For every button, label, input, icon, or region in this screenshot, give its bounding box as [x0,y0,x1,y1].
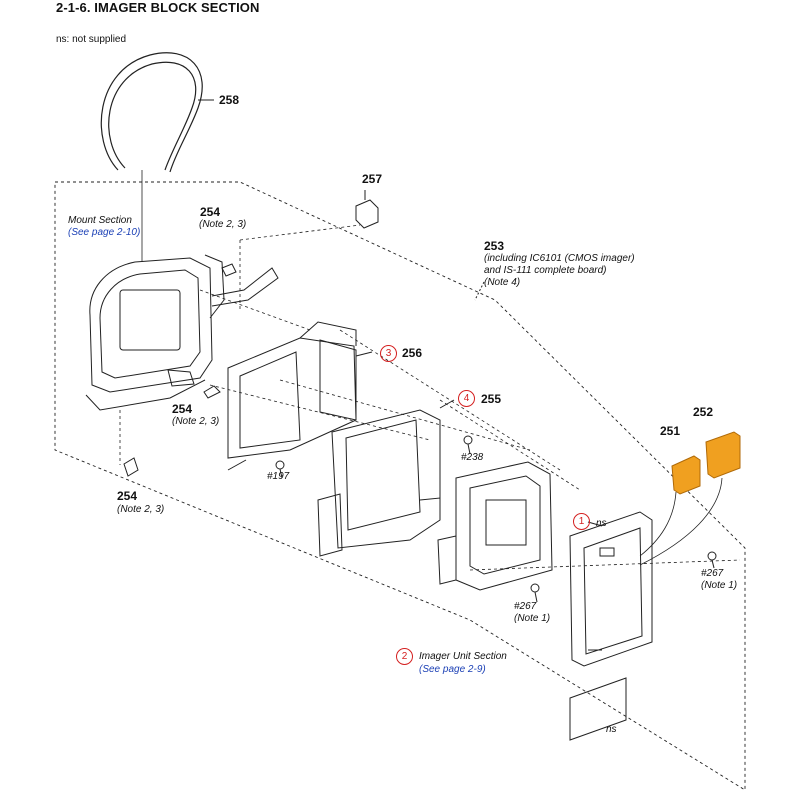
part-note-254-top: (Note 2, 3) [199,219,247,230]
screw-note-267-a: (Note 1) [514,613,551,624]
callout-1: 1 [573,513,590,530]
screw-note-267-b: (Note 1) [701,580,738,591]
part-label-252: 252 [693,405,714,419]
part-label-256: 256 [402,346,423,360]
imager-unit-board [437,461,553,591]
part-255-bracket [317,409,441,557]
part-253-desc-1: (including IC6101 (CMOS imager) [484,253,635,264]
part-label-257: 257 [362,172,383,186]
shield-plate [569,511,653,667]
callout-2: 2 [396,648,413,665]
part-label-254-bot: 254 [117,489,138,503]
imager-section-label: Imager Unit Section [419,651,507,662]
part-label-254-top: 254 [200,205,221,219]
clip-254-mid [203,385,221,399]
clip-254-bot [123,457,139,477]
part-253-desc-3: (Note 4) [484,277,521,288]
part-label-254-mid: 254 [172,402,193,416]
part-note-254-mid: (Note 2, 3) [172,416,220,427]
page-title: 2-1-6. IMAGER BLOCK SECTION [56,0,260,15]
mount-section-frame [85,254,225,411]
ns-label-sheet: ns [606,724,617,735]
screw-label-197: #197 [267,471,290,482]
part-251-block [671,455,701,495]
part-256-holder [227,321,357,471]
screw-197 [275,460,285,479]
part-label-255: 255 [481,392,502,406]
callout-4: 4 [458,390,475,407]
screw-label-238: #238 [461,452,484,463]
callout-3: 3 [380,345,397,362]
part-label-258: 258 [219,93,240,107]
part-252-block [705,431,741,479]
ns-label-plate: ns [596,518,607,529]
part-label-253: 253 [484,239,505,253]
mount-section-label: Mount Section [68,215,132,226]
screw-267-b [707,551,717,569]
part-257-connector [355,190,379,229]
part-253-desc-2: and IS-111 complete board) [484,265,607,276]
boundary-dashed-outline [54,181,746,791]
imager-section-link[interactable]: (See page 2-9) [419,664,486,675]
screw-267-a [530,583,540,603]
screw-label-267-a: #267 [514,601,537,612]
clip-254-top [221,263,237,277]
flex-cable-258 [100,52,203,173]
part-note-254-bot: (Note 2, 3) [117,504,165,515]
screw-238 [463,435,473,455]
not-supplied-note: ns: not supplied [56,34,127,45]
screw-label-267-b: #267 [701,568,724,579]
mount-section-link[interactable]: (See page 2-10) [68,227,141,238]
part-label-251: 251 [660,424,681,438]
ns-sheet [569,677,627,741]
